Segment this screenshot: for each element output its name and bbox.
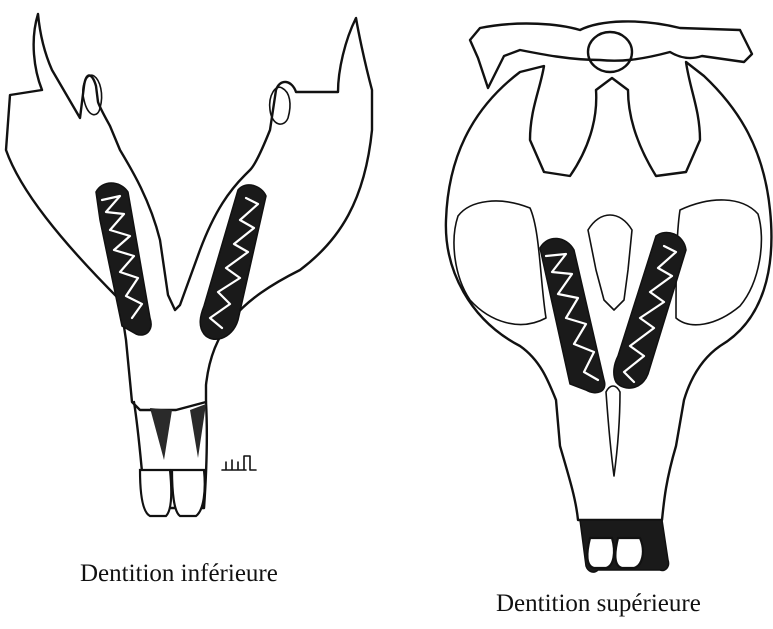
left-condyle [83, 75, 102, 114]
lower-left-incisor [140, 470, 171, 516]
upper-skull-drawing [446, 21, 772, 572]
lower-jaw-outline [6, 14, 372, 410]
foramen-magnum [588, 32, 632, 72]
lower-dentition-caption: Dentition inférieure [80, 560, 278, 588]
lower-incisor-shading-2 [190, 404, 206, 458]
lower-jaw-drawing [6, 14, 372, 516]
lower-incisor-shading [150, 408, 172, 460]
lower-left-molar-row [96, 183, 151, 335]
upper-left-incisor [587, 538, 614, 568]
left-orbit [454, 201, 546, 324]
incisive-foramen [606, 386, 620, 476]
right-orbit [676, 200, 761, 325]
upper-right-incisor [615, 538, 643, 568]
upper-dentition-caption: Dentition supérieure [496, 590, 701, 618]
lower-right-incisor [172, 470, 205, 516]
skull-outline [446, 62, 772, 520]
scale-bar-icon [222, 456, 256, 470]
palate-outline [588, 215, 632, 310]
